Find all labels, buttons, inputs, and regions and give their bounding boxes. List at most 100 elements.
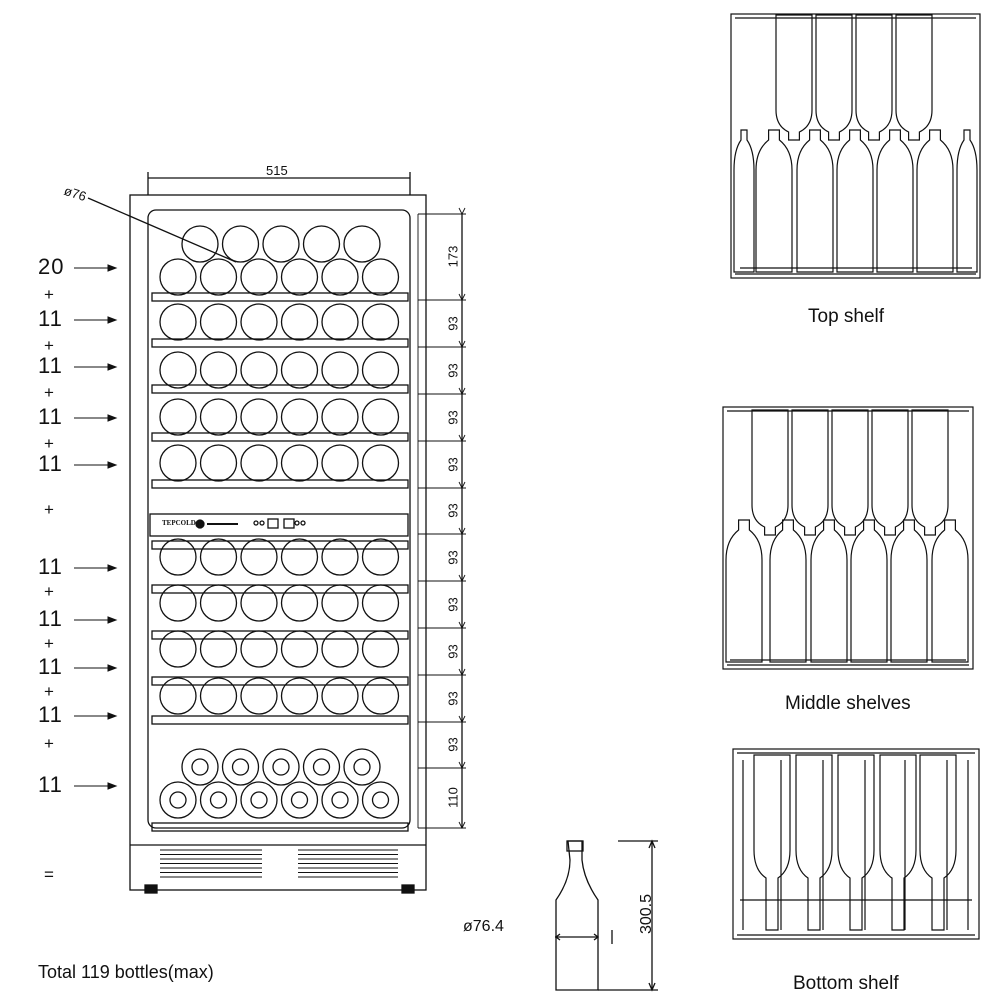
count-arrow-head bbox=[107, 363, 118, 371]
shelf-rail bbox=[151, 384, 409, 394]
bottle-count-label: 11 bbox=[38, 306, 63, 331]
bottle-base-circle bbox=[240, 630, 278, 668]
bottle-count-label: 11 bbox=[38, 451, 63, 476]
bottle-base-circle bbox=[302, 225, 341, 263]
bottle-base-circle bbox=[221, 225, 260, 263]
bottle-base-circle bbox=[321, 677, 359, 715]
height-dim-arrow bbox=[458, 481, 466, 490]
bottle-base-circle bbox=[321, 630, 359, 668]
count-arrow-head bbox=[107, 414, 118, 422]
shelf-bottle bbox=[796, 129, 834, 273]
bottle-base-circle bbox=[262, 748, 300, 786]
panel-button-icon bbox=[253, 520, 259, 526]
bottle-base-circle bbox=[159, 398, 197, 436]
bottle-base-circle bbox=[240, 258, 278, 296]
bottle-base-circle bbox=[280, 303, 319, 341]
bottle-base-circle bbox=[302, 748, 341, 786]
shelf-bottle bbox=[850, 519, 888, 663]
shelf-rail bbox=[151, 540, 409, 550]
bottle-count-label: 11 bbox=[38, 772, 63, 797]
panel-display-icon bbox=[283, 518, 295, 529]
height-dim-arrow bbox=[458, 340, 466, 349]
bottle-base-circle bbox=[159, 538, 197, 576]
count-arrow-head bbox=[107, 564, 118, 572]
shelf-rail bbox=[151, 676, 409, 686]
diameter-leader bbox=[87, 197, 237, 263]
bottle-diameter-label: ø76.4 bbox=[463, 918, 504, 935]
bottle-base-circle bbox=[361, 630, 400, 668]
bottle-neck-circle bbox=[290, 791, 309, 809]
shelf-rail bbox=[151, 584, 409, 594]
shelf-rail bbox=[151, 822, 409, 832]
count-operator: + bbox=[44, 285, 54, 304]
bottle-base-circle bbox=[159, 258, 197, 296]
bottle-base-circle bbox=[280, 781, 319, 819]
shelf-bottle bbox=[916, 129, 954, 273]
row-height-label: 93 bbox=[445, 737, 461, 752]
bottle-height-label: 300.5 bbox=[638, 893, 655, 935]
brand-label: TEPCOLD bbox=[162, 519, 196, 527]
wine-cabinet-front-view bbox=[87, 172, 466, 894]
bottle-base-circle bbox=[240, 398, 278, 436]
bottle-base-circle bbox=[280, 584, 319, 622]
bottle-base-circle bbox=[199, 538, 238, 576]
shelf-bottle bbox=[911, 409, 949, 536]
bottle-outline bbox=[555, 840, 599, 991]
shelf-bottle bbox=[855, 14, 893, 141]
shelf-bottle bbox=[876, 129, 914, 273]
shelf-bottle bbox=[769, 519, 807, 663]
shelf-bottle bbox=[753, 754, 791, 931]
bottle-neck-circle bbox=[169, 791, 187, 809]
row-height-label: 93 bbox=[445, 503, 461, 518]
panel-button-icon bbox=[294, 520, 300, 526]
bottle-height-arrow bbox=[648, 839, 656, 849]
bottle-base-circle bbox=[199, 303, 238, 341]
count-arrow-head bbox=[107, 712, 118, 720]
bottle-profile bbox=[554, 839, 658, 992]
middle-shelf-frame bbox=[722, 406, 974, 670]
shelf-rail bbox=[151, 630, 409, 640]
count-operator: + bbox=[44, 634, 54, 653]
control-panel bbox=[149, 513, 409, 537]
bottle-neck-circle bbox=[353, 758, 371, 776]
bottle-base-circle bbox=[240, 677, 278, 715]
count-arrow-head bbox=[107, 461, 118, 469]
bottle-base-circle bbox=[159, 781, 197, 819]
bottle-neck-circle bbox=[312, 758, 331, 776]
bottle-neck-circle bbox=[272, 758, 290, 776]
total-capacity-label: Total 119 bottles(max) bbox=[38, 962, 214, 982]
bottle-base-circle bbox=[240, 303, 278, 341]
top-shelf-caption: Top shelf bbox=[808, 306, 885, 327]
row-height-label: 93 bbox=[445, 409, 461, 425]
bottle-neck-circle bbox=[231, 758, 250, 776]
row-height-label: 93 bbox=[445, 315, 461, 331]
shelf-bottle bbox=[755, 129, 793, 273]
shelf-rail bbox=[151, 479, 409, 489]
shelf-bottle bbox=[810, 519, 848, 663]
count-operator: + bbox=[44, 734, 54, 753]
shelf-bottle bbox=[890, 519, 928, 663]
bottle-base-circle bbox=[361, 258, 400, 296]
height-dim-arrow bbox=[458, 293, 466, 302]
height-dim-arrow bbox=[458, 761, 466, 770]
shelf-bottle bbox=[751, 409, 789, 536]
row-height-label: 173 bbox=[445, 245, 461, 268]
height-dim-arrow bbox=[458, 574, 466, 583]
panel-button-icon bbox=[300, 520, 306, 526]
bottle-base-circle bbox=[159, 677, 197, 715]
bottle-base-circle bbox=[321, 584, 359, 622]
count-operator: = bbox=[44, 865, 54, 884]
bottle-base-circle bbox=[240, 584, 278, 622]
shelf-views bbox=[722, 13, 981, 940]
row-height-label: 93 bbox=[445, 690, 461, 706]
cabinet-outer bbox=[129, 194, 427, 891]
bottle-base-circle bbox=[240, 351, 278, 389]
shelf-bottle bbox=[831, 409, 869, 536]
height-dim-arrow bbox=[458, 821, 466, 830]
bottle-base-circle bbox=[159, 303, 197, 341]
bottle-base-circle bbox=[361, 584, 400, 622]
bottle-count-label: 20 bbox=[38, 254, 65, 279]
bottle-base-circle bbox=[361, 781, 400, 819]
bottle-base-circle bbox=[280, 677, 319, 715]
